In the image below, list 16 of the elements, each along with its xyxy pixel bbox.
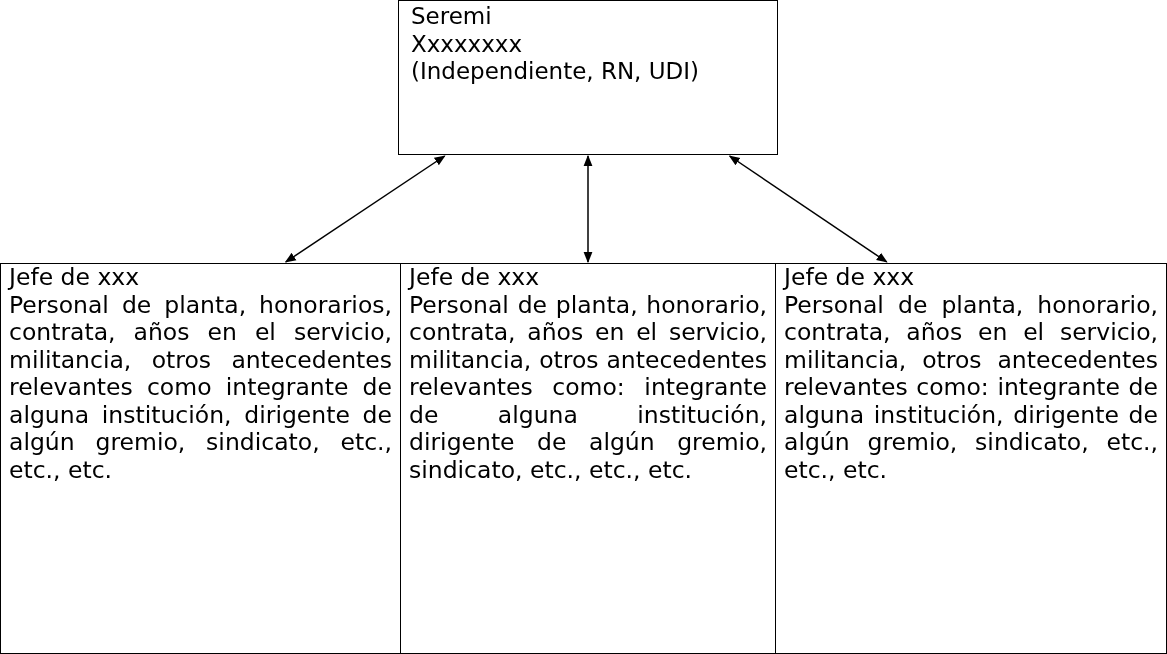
- text-box: [400, 263, 776, 654]
- box-heading: Jefe de xxx: [9, 264, 141, 292]
- box-heading: Jefe de xxx: [409, 264, 541, 292]
- arrow: [728, 155, 888, 263]
- text-box: [398, 0, 778, 155]
- arrow: [583, 154, 593, 264]
- box-text: (Independiente, RN, UDI): [411, 58, 701, 86]
- box-text: Xxxxxxxx: [411, 30, 524, 58]
- box-heading: Seremi: [411, 3, 493, 31]
- box-text: Personal de planta, honorario, contrata, años en el servicio, militancia, otros antecedentes relevantes como: integrante de alguna institución, dirigente de algún gremio, sindicato, etc., etc., etc.: [784, 291, 1158, 484]
- text-box: [0, 263, 401, 654]
- arrow: [284, 155, 446, 263]
- box-text: Personal de planta, honorarios, contrata, años en el servicio, militancia, otros antecedentes relevantes como integrante de alguna institución, dirigente de algún gremio, sindicato, etc., etc., etc.: [9, 291, 392, 484]
- box-heading: Jefe de xxx: [784, 264, 916, 292]
- text-box: [775, 263, 1167, 654]
- box-text: Personal de planta, honorario, contrata, años en el servicio, militancia, otros antecedentes relevantes como: integrante de alguna institución, dirigente de algún gremio, sindicato, etc., etc., etc.: [409, 291, 767, 484]
